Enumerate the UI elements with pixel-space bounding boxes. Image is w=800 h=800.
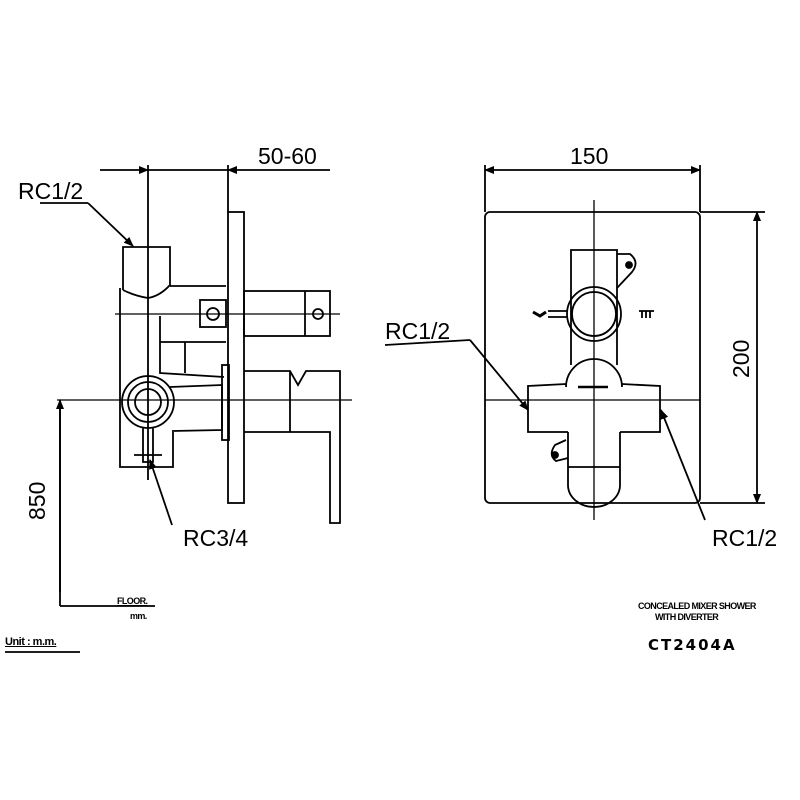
label-inlet-top: RC1/2: [18, 178, 84, 204]
description-line1: CONCEALED MIXER SHOWER: [638, 601, 756, 611]
description-line2: WITH DIVERTER: [655, 612, 719, 622]
unit-label: Unit : m.m.: [5, 636, 57, 648]
dim-height-floor: 850: [24, 481, 50, 520]
label-inlet-left: RC1/2: [385, 318, 451, 344]
label-inlet-right: RC1/2: [712, 525, 778, 551]
model-number: CT2404A: [648, 636, 737, 654]
front-view: [384, 165, 765, 521]
side-view: [40, 165, 352, 607]
dim-height-plate: 200: [728, 339, 754, 378]
dim-width: 150: [570, 143, 609, 169]
dim-depth: 50-60: [258, 143, 317, 169]
label-outlet-bottom: RC3/4: [183, 525, 249, 551]
floor-label: FLOOR.: [117, 596, 148, 606]
floor-unit: mm.: [130, 611, 147, 621]
